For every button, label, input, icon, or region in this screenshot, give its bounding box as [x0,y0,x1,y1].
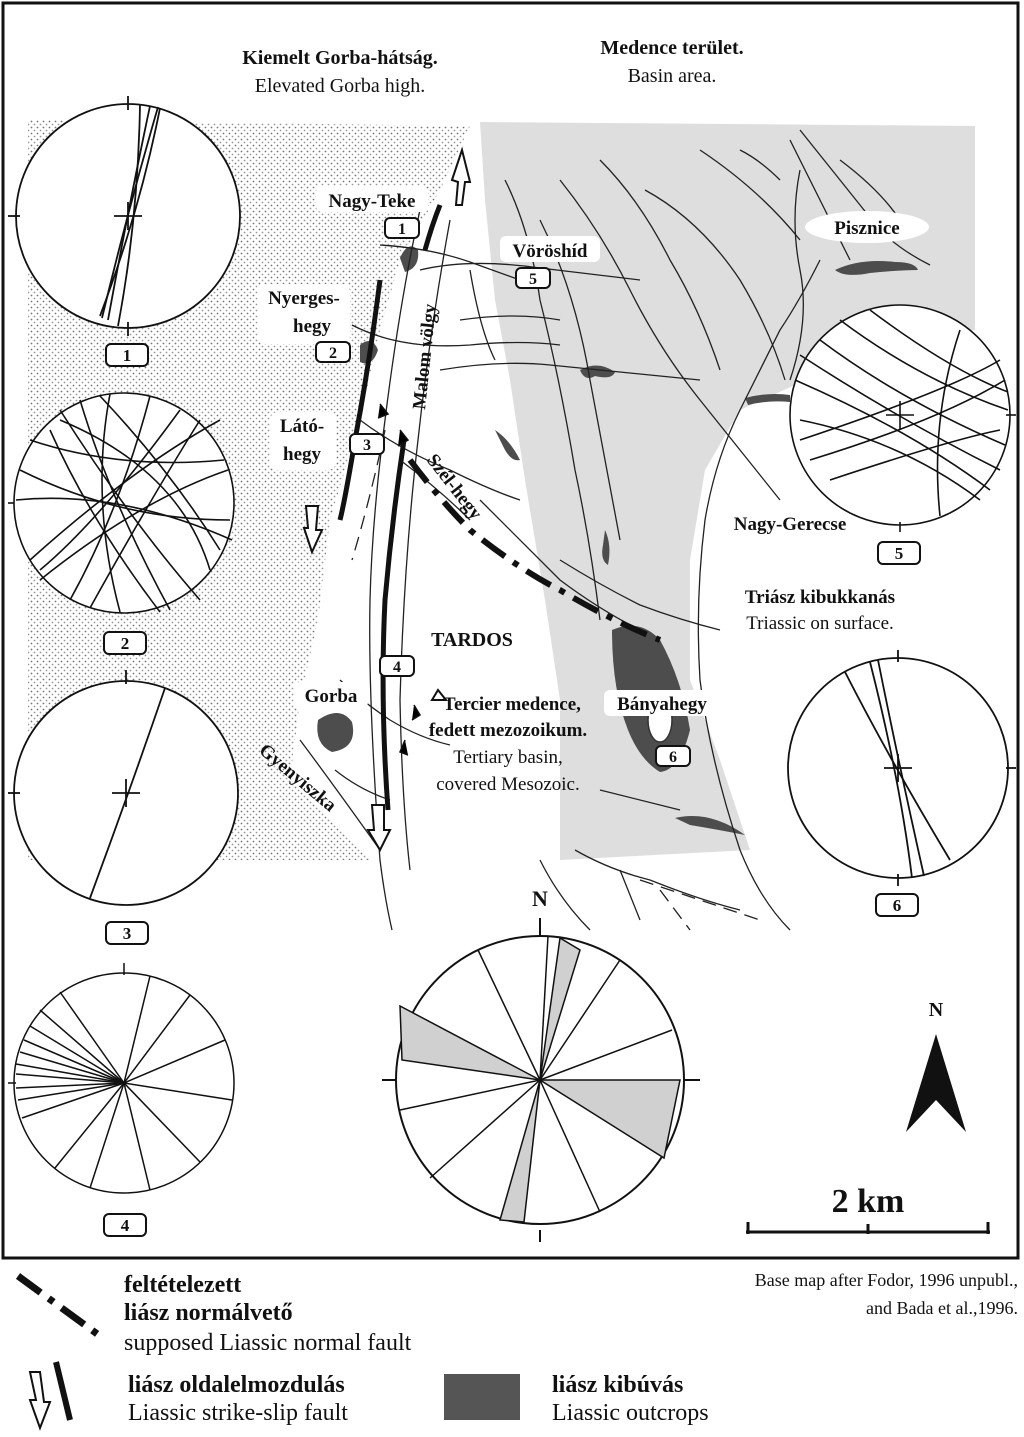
stereonet-label-5: 5 [877,541,921,565]
svg-text:6: 6 [669,749,677,766]
gorba-high-title-hu: Kiemelt Gorba-hátság. [242,47,438,69]
rose-diagram-4 [8,963,235,1194]
dashed-faults [351,429,761,931]
svg-text:4: 4 [121,1216,130,1235]
svg-text:5: 5 [529,271,537,288]
central-rose-diagram [382,918,700,1242]
svg-text:1: 1 [398,221,406,238]
legend-outcrops-hu: liász kibúvás [552,1372,683,1398]
stereonet-1 [8,96,241,336]
place-lato-2: hegy [283,444,322,465]
place-voroshid: Vöröshíd [513,241,588,262]
svg-text:3: 3 [123,924,132,943]
place-banyahegy: Bányahegy [617,694,707,715]
central-rose-north-label: N [532,886,548,911]
legend-normal-fault-hu-2: liász normálvető [124,1300,293,1326]
place-nagy-teke: Nagy-Teke [329,191,416,212]
scale-bar [746,1222,990,1234]
legend-outcrops-swatch [444,1374,520,1420]
stereonet-label-1: 1 [105,343,149,367]
north-label: N [929,999,944,1021]
tertiary-title-hu-2: fedett mezozoikum. [429,720,587,741]
svg-text:4: 4 [393,659,401,676]
gorba-high-title-en: Elevated Gorba high. [255,75,426,97]
tertiary-title-en-1: Tertiary basin, [453,747,562,768]
legend-strike-slip-hu: liász oldalelmozdulás [128,1372,345,1398]
svg-text:1: 1 [123,346,132,365]
triassic-title-hu: Triász kibukkanás [745,587,895,608]
basin-title-en: Basin area. [628,65,717,87]
stereonet-label-4: 4 [103,1213,147,1237]
svg-text:6: 6 [893,896,902,915]
place-tardos: TARDOS [431,629,513,651]
svg-text:2: 2 [329,345,337,362]
tertiary-title-hu-1: Tercier medence, [443,694,581,715]
site-box-6: 6 [655,745,691,767]
stereonet-label-2: 2 [103,631,147,655]
stereonet-6 [787,650,1016,886]
basin-area [480,122,975,860]
stereonet-label-6: 6 [875,893,919,917]
credit-line-2: and Bada et al.,1996. [866,1298,1018,1318]
stereonet-2 [8,392,235,614]
normal-fault [407,458,662,643]
strike-slip-arrows [302,146,472,853]
legend-outcrops-en: Liassic outcrops [552,1400,709,1426]
basin-title-hu: Medence terület. [600,37,743,59]
site-box-4: 4 [379,655,415,677]
triassic-title-en: Triassic on surface. [746,613,894,634]
place-pisznice: Pisznice [834,218,899,239]
stereonet-label-3: 3 [105,921,149,945]
site-box-1: 1 [384,217,420,239]
legend-normal-fault-en: supposed Liassic normal fault [124,1330,412,1356]
place-nagy-gerecse: Nagy-Gerecse [734,514,847,535]
tertiary-title-en-2: covered Mesozoic. [436,774,580,795]
place-nyerges-2: hegy [293,316,332,337]
legend-strike-slip-en: Liassic strike-slip fault [128,1400,348,1426]
legend-strike-slip-symbol [28,1361,73,1431]
fault-ticks [377,403,422,756]
svg-text:2: 2 [121,634,130,653]
svg-text:3: 3 [363,437,371,454]
svg-text:5: 5 [895,544,904,563]
north-arrow-icon [906,1034,966,1132]
place-nyerges-1: Nyerges- [268,288,340,309]
credit-line-1: Base map after Fodor, 1996 unpubl., [755,1270,1018,1290]
site-box-3: 3 [349,433,385,455]
site-box-2: 2 [315,341,351,363]
place-gorba: Gorba [305,686,358,707]
legend-normal-fault-symbol [15,1273,103,1339]
stereonet-3 [8,670,239,906]
place-lato-1: Látó- [280,416,324,437]
scale-label: 2 km [832,1183,905,1220]
site-box-5: 5 [515,267,551,289]
stereonet-5 [789,304,1016,532]
legend-normal-fault-hu-1: feltételezett [124,1272,241,1298]
